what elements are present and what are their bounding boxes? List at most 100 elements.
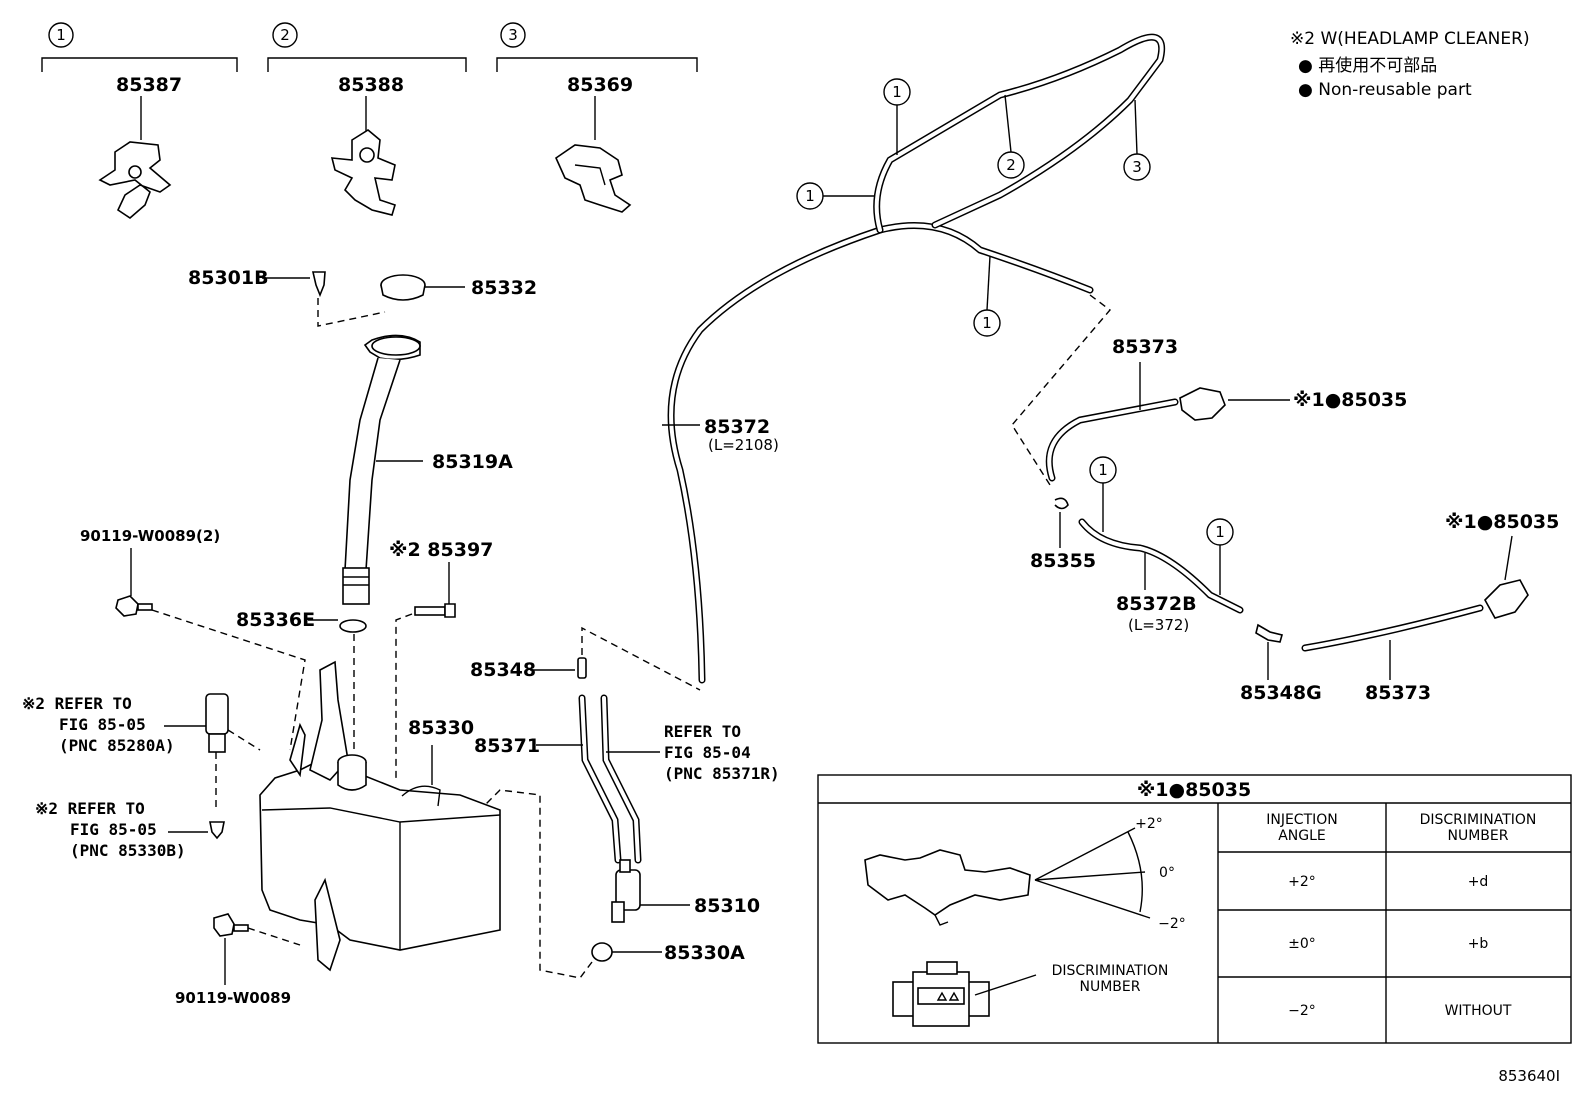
ref2-line3: (PNC 85330B)	[70, 841, 186, 860]
angle-plus2: +2°	[1135, 816, 1163, 832]
index-circle	[48, 22, 74, 48]
pump-85397: ※2 85397	[389, 539, 493, 780]
ref2-line1: ※2 REFER TO	[35, 799, 145, 818]
disc-label-line1: DISCRIMINATION	[1052, 963, 1169, 979]
clip-85387-illustration	[98, 141, 172, 220]
clip-group-2: 2 85388	[267, 22, 467, 216]
figure-id: 853640I	[1498, 1067, 1560, 1085]
label-85330A: 85330A	[664, 942, 745, 964]
row2-number: +b	[1468, 936, 1489, 952]
label-85332: 85332	[471, 277, 537, 299]
angle-minus2: −2°	[1158, 916, 1186, 932]
label-85355: 85355	[1030, 550, 1096, 572]
ref3-line1: REFER TO	[664, 722, 741, 741]
row3-number: WITHOUT	[1445, 1003, 1512, 1019]
index-number: 2	[280, 26, 290, 44]
label-85035-b: ※1●85035	[1445, 511, 1559, 533]
grommet-85330A: 85330A	[484, 789, 745, 979]
table-title: ※1●85035	[1137, 779, 1251, 801]
ref2-line2: FIG 85-05	[70, 820, 157, 839]
part-number: 85387	[116, 74, 182, 96]
label-85035-a: ※1●85035	[1293, 389, 1407, 411]
marker: 3	[1132, 158, 1142, 176]
label-85373-b: 85373	[1365, 682, 1431, 704]
label-90119-a: 90119-W0089(2)	[80, 527, 220, 545]
svg-text:NUMBER: NUMBER	[1448, 828, 1509, 844]
label-85372-length: (L=2108)	[708, 436, 779, 454]
hose-85373-upper: 85373	[1045, 336, 1179, 482]
legend-line-2: ● 再使用不可部品	[1298, 55, 1437, 76]
label-85348G: 85348G	[1240, 682, 1322, 704]
index-number: 1	[56, 26, 66, 44]
ref-85330B: ※2 REFER TO FIG 85-05 (PNC 85330B)	[35, 799, 225, 860]
clip-85369-illustration	[554, 144, 632, 213]
label-85372B: 85372B	[1116, 593, 1197, 615]
hose-markers: 1 2 3 1 1 1 1	[796, 78, 1234, 595]
label-85336E: 85336E	[236, 609, 315, 631]
marker: 2	[1006, 156, 1016, 174]
svg-text:ANGLE: ANGLE	[1278, 828, 1326, 844]
legend-line-1: ※2 W(HEADLAMP CLEANER)	[1290, 29, 1530, 49]
row2-angle: ±0°	[1288, 936, 1316, 952]
ref3-line2: FIG 85-04	[664, 743, 751, 762]
label-85372B-length: (L=372)	[1128, 616, 1189, 634]
part-number: 85388	[338, 74, 404, 96]
nozzle-85035-upper: ※1●85035	[1179, 387, 1407, 421]
ref1-line1: ※2 REFER TO	[22, 694, 132, 713]
ref3-line3: (PNC 85371R)	[664, 764, 780, 783]
marker: 1	[982, 314, 992, 332]
bolt-90119-W0089: 90119-W0089	[175, 913, 301, 1007]
marker: 1	[892, 83, 902, 101]
legend-line-3: ● Non-reusable part	[1298, 80, 1472, 100]
label-85330: 85330	[408, 717, 474, 739]
angle-zero: 0°	[1159, 865, 1175, 881]
label-85372: 85372	[704, 416, 770, 438]
nozzle-spray-illustration: +2° 0° −2°	[864, 816, 1186, 932]
label-85397: ※2 85397	[389, 539, 493, 561]
nozzle-85035-lower: ※1●85035	[1445, 511, 1559, 619]
discrimination-illustration: DISCRIMINATION NUMBER	[892, 961, 1169, 1027]
marker: 1	[1215, 523, 1225, 541]
clip-group-1: 1 85387	[41, 22, 238, 220]
filler-pipe-85319A: 85319A	[342, 334, 513, 605]
joint-85348G: 85348G	[1240, 623, 1322, 704]
marker: 1	[805, 187, 815, 205]
legend: ※2 W(HEADLAMP CLEANER) ● 再使用不可部品 ● Non-r…	[1290, 29, 1530, 100]
row1-angle: +2°	[1288, 874, 1316, 890]
label-85373-a: 85373	[1112, 336, 1178, 358]
label-85319A: 85319A	[432, 451, 513, 473]
injection-table: ※1●85035 INJECTION ANGLE DISCRIMINATION …	[817, 774, 1572, 1044]
hose-85372B: 85372B (L=372)	[1078, 518, 1244, 634]
ref1-line2: FIG 85-05	[59, 715, 146, 734]
oring-85336E: 85336E	[236, 609, 367, 750]
header-angle: INJECTION	[1266, 812, 1338, 828]
ref-85371R: REFER TO FIG 85-04 (PNC 85371R)	[664, 722, 780, 783]
washer-tank-85330: 85330	[259, 660, 501, 972]
row1-number: +d	[1468, 874, 1489, 890]
marker: 1	[1098, 461, 1108, 479]
clip-85388-illustration	[330, 129, 396, 216]
label-90119-b: 90119-W0089	[175, 989, 291, 1007]
hose-85373-lower: 85373	[1301, 604, 1484, 704]
pump-85310: 85310	[611, 859, 760, 923]
hose-85371: 85371	[474, 694, 660, 864]
label-85348: 85348	[470, 659, 536, 681]
index-number: 3	[508, 26, 518, 44]
label-85310: 85310	[694, 895, 760, 917]
row3-angle: −2°	[1288, 1003, 1316, 1019]
bolt-90119-W0089-2: 90119-W0089(2)	[80, 527, 306, 751]
cap-85332: 85332	[380, 274, 537, 301]
part-number: 85369	[567, 74, 633, 96]
ref1-line3: (PNC 85280A)	[59, 736, 175, 755]
clip-85301B: 85301B	[188, 267, 386, 327]
joint-85355: 85355	[1030, 497, 1096, 572]
label-85301B: 85301B	[188, 267, 269, 289]
clip-group-3: 3 85369	[496, 22, 698, 213]
label-85371: 85371	[474, 735, 540, 757]
hose-85372: 85372 (L=2108)	[662, 33, 1165, 684]
disc-label-line2: NUMBER	[1080, 979, 1141, 995]
joint-85348: 85348	[470, 626, 701, 691]
ref-85280A: ※2 REFER TO FIG 85-05 (PNC 85280A)	[22, 693, 261, 808]
header-discrimination: DISCRIMINATION	[1420, 812, 1537, 828]
